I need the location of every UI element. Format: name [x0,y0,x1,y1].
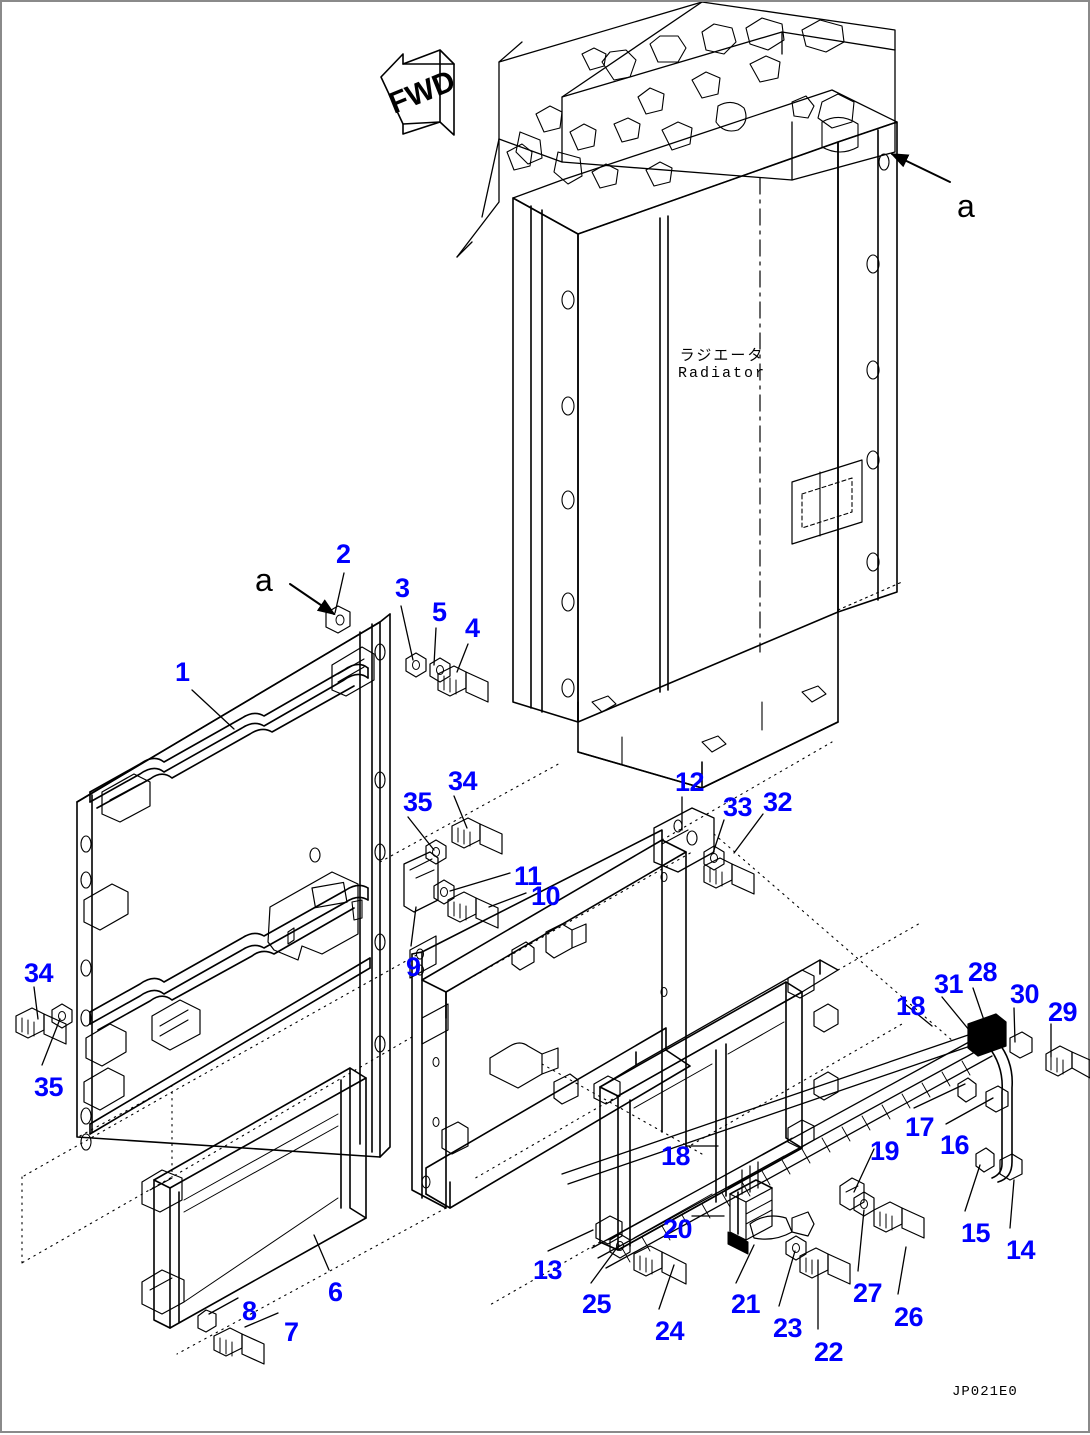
hardware-fasteners [15,605,925,1285]
radiator-part-label: ラジエータ Radiator [678,346,766,384]
radiator-core [512,89,903,789]
part-20-fitting-block [727,1161,815,1255]
callout-number-35: 35 [403,787,433,817]
part-28-31-tube-assembly [561,1013,1090,1269]
fwd-direction-plate [380,50,460,140]
callout-number-6: 6 [328,1277,343,1307]
leader-line-31 [941,996,975,1037]
leader-line-26 [897,1246,907,1295]
leader-line-35 [41,1018,61,1066]
callout-number-2: 2 [336,539,351,569]
leader-line-21 [735,1244,755,1284]
leader-line-24 [658,1264,675,1310]
leader-line-5 [433,627,437,666]
part-1-guard-panel [76,613,391,1158]
leader-line-35 [407,816,435,851]
leader-line-30 [1013,1007,1016,1043]
leader-line-7 [244,1312,279,1328]
leader-line-34 [453,795,468,829]
callout-number-35: 35 [34,1072,64,1102]
callout-number-34: 34 [24,958,54,988]
callout-number-18: 18 [896,991,926,1021]
callout-number-32: 32 [763,787,793,817]
callout-number-15: 15 [961,1218,991,1248]
leader-line-16 [945,1097,994,1125]
leader-line-19 [853,1148,875,1193]
callout-number-18: 18 [661,1141,691,1171]
leader-line-17 [913,1083,966,1109]
callout-number-14: 14 [1006,1235,1036,1265]
leader-line-10 [488,892,527,908]
callout-number-7: 7 [284,1317,299,1347]
callout-number-12: 12 [675,767,705,797]
leader-line-28 [972,987,989,1033]
leader-line-32 [733,813,764,854]
leader-line-3 [400,605,414,661]
leader-line-25 [590,1244,620,1284]
callout-number-19: 19 [870,1136,900,1166]
leader-line-8 [208,1297,239,1315]
leader-line-6 [313,1234,330,1271]
leader-line-18 [904,1003,933,1027]
callout-number-31: 31 [934,969,964,999]
leader-line-2 [334,572,345,614]
callout-number-27: 27 [853,1278,883,1308]
callout-number-29: 29 [1048,997,1078,1027]
leader-line-4 [456,643,469,673]
callout-number-24: 24 [655,1316,685,1346]
part-6-oil-cooler [141,1067,367,1365]
callout-number-10: 10 [531,881,561,911]
leader-line-13 [547,1229,594,1252]
callout-number-28: 28 [968,957,998,987]
callout-number-17: 17 [905,1112,935,1142]
callout-number-9: 9 [406,952,421,982]
section-mark-a-left: a [255,562,273,598]
leader-line-23 [778,1250,796,1307]
callout-number-5: 5 [432,597,447,627]
leader-line-33 [712,819,725,854]
callout-number-8: 8 [242,1296,257,1326]
leader-line-9 [410,906,417,947]
callout-number-21: 21 [731,1289,761,1319]
callout-number-3: 3 [395,573,410,603]
callout-number-23: 23 [773,1313,803,1343]
leader-line-1 [191,689,235,730]
callout-number-20: 20 [663,1214,693,1244]
section-mark-a-right: a [957,188,975,224]
part-18-cooler-core [593,959,839,1251]
callout-number-4: 4 [465,613,480,643]
leader-line-15 [964,1164,981,1212]
radiator-label-english: Radiator [678,364,767,382]
part-12-13-shroud-frame [409,807,715,1209]
callout-number-34: 34 [448,766,478,796]
callout-number-13: 13 [533,1255,563,1285]
leader-line-27 [857,1209,865,1272]
callout-number-30: 30 [1010,979,1040,1009]
callout-number-26: 26 [894,1302,924,1332]
engine-block-upper [456,2,896,258]
sheet-code: JP021E0 [952,1384,1018,1400]
callout-number-33: 33 [723,792,753,822]
radiator-label-japanese: ラジエータ [679,346,765,364]
callout-number-25: 25 [582,1289,612,1319]
leader-line-14 [1009,1179,1015,1229]
leader-line-11 [449,872,511,892]
callout-number-16: 16 [940,1130,970,1160]
callout-number-22: 22 [814,1337,844,1367]
callout-number-1: 1 [175,657,190,687]
section-a-arrows [289,153,951,616]
leader-line-34 [33,986,39,1020]
callout-number-11: 11 [514,861,542,891]
